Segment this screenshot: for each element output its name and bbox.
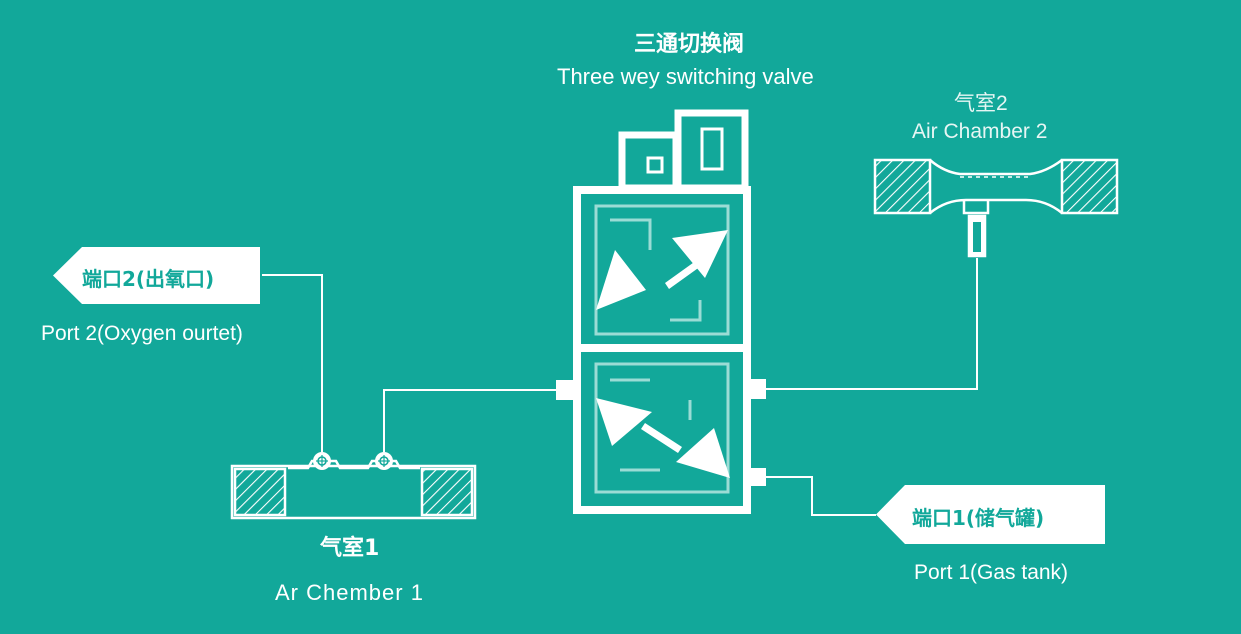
port2-tag-label: 端口2(出氧口) bbox=[82, 267, 215, 291]
port1-label-en: Port 1(Gas tank) bbox=[914, 561, 1069, 584]
chamber1-valve-fitting-right bbox=[375, 452, 393, 470]
chamber1-title-en: Ar Chember 1 bbox=[275, 580, 424, 605]
air-chamber-1 bbox=[230, 459, 477, 520]
chamber2-title-cn: 气室2 bbox=[954, 92, 1008, 115]
port2-label-en: Port 2(Oxygen ourtet) bbox=[41, 322, 243, 345]
air-chamber-2 bbox=[873, 158, 1119, 258]
chamber1-valve-fitting-left bbox=[313, 452, 331, 470]
switching-valve-body bbox=[556, 109, 766, 514]
pipe-port2-to-chamber1 bbox=[262, 274, 323, 452]
pipe-chamber1-to-valve bbox=[383, 389, 556, 452]
valve-lower-flow-arrow bbox=[596, 398, 730, 478]
pipe-valve-to-port1 bbox=[766, 476, 876, 516]
port1-tag-shape bbox=[876, 485, 1105, 544]
valve-title-cn: 三通切换阀 bbox=[634, 32, 745, 57]
chamber2-title-en: Air Chamber 2 bbox=[912, 120, 1048, 143]
valve-upper-flow-arrow bbox=[596, 230, 728, 310]
port1-tag-label: 端口1(储气罐) bbox=[912, 506, 1045, 530]
chamber1-title-cn: 气室1 bbox=[320, 536, 380, 561]
pipe-valve-to-chamber2 bbox=[766, 258, 978, 390]
valve-title-en: Three wey switching valve bbox=[557, 64, 814, 89]
port2-tag-shape bbox=[53, 247, 260, 304]
